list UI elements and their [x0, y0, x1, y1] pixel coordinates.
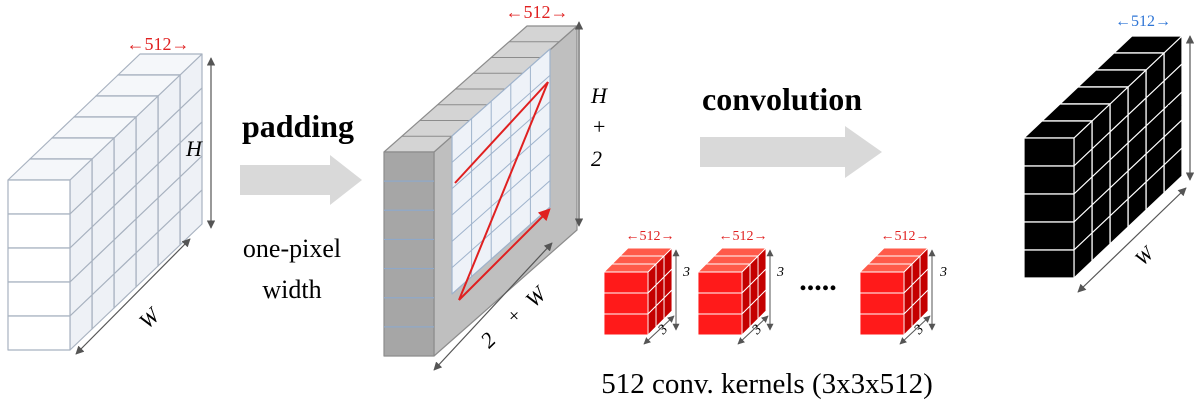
scan-path-line — [454, 81, 549, 184]
cube-front-face — [7, 281, 71, 317]
output-height-label: H — [1165, 101, 1182, 123]
kernel-width-label: 3 — [655, 322, 671, 338]
input-depth-label: ←512→ — [127, 34, 190, 54]
input-grid — [7, 53, 203, 351]
input-width-arrow — [75, 238, 191, 355]
kernel-depth-label: ←512→ — [626, 229, 675, 244]
kernel-width-arrow — [899, 315, 931, 345]
kernels-ellipsis: ..... — [799, 264, 837, 297]
cube-top-face — [611, 255, 665, 265]
kernel-cube — [859, 247, 936, 345]
padded-grid — [383, 25, 578, 357]
padded-height-var: H — [590, 83, 608, 108]
padded-feature-map: ←512→ H + 2 W + 2 — [383, 2, 608, 371]
padded-width-var: W — [520, 280, 552, 312]
cube-front-face — [859, 292, 905, 315]
padding-arrow — [240, 155, 362, 205]
input-feature-map: ←512→ H W — [7, 34, 216, 355]
cube-front-face — [697, 292, 743, 315]
kernel-height-label: 3 — [939, 265, 947, 280]
kernel-cube — [603, 247, 680, 345]
cube-front-face — [603, 271, 649, 294]
padded-height-plus: + — [593, 114, 605, 139]
convolution-arrow — [700, 126, 882, 178]
cube-top-face — [603, 263, 657, 273]
padded-width-num: 2 — [475, 327, 500, 353]
cube-top-face — [619, 247, 673, 257]
padded-depth-label: ←512→ — [506, 2, 569, 22]
cube-front-face — [859, 313, 905, 336]
cube-front-face — [7, 247, 71, 283]
kernel-width-label: 3 — [749, 322, 765, 338]
kernel-width-arrow — [643, 315, 675, 345]
cube-front-face — [859, 271, 905, 294]
kernel-cube — [697, 247, 774, 345]
cube-top-face — [859, 263, 913, 273]
kernel-width-label: 3 — [911, 322, 927, 338]
output-grid — [1023, 35, 1183, 279]
cube-front-face — [1023, 249, 1075, 279]
cube-front-face — [1023, 137, 1075, 167]
kernel-depth-label: ←512→ — [719, 229, 768, 244]
padded-inner-row — [451, 74, 551, 163]
padding-caption-line1: one-pixel — [243, 234, 341, 263]
convolution-label: convolution — [702, 81, 862, 117]
cube-front-face — [7, 179, 71, 215]
input-width-label: W — [134, 302, 166, 334]
kernel-depth-label: ←512→ — [881, 229, 930, 244]
cube-front-face — [697, 271, 743, 294]
input-height-label: H — [185, 136, 203, 161]
padding-label: padding — [242, 108, 354, 144]
output-depth-label: ←512→ — [1115, 13, 1171, 30]
kernels-caption: 512 conv. kernels (3x3x512) — [601, 368, 933, 400]
output-feature-map: ←512→ H W — [1023, 13, 1195, 293]
padded-front-face — [383, 151, 435, 357]
padded-height-num: 2 — [591, 146, 602, 171]
kernel-height-label: 3 — [682, 265, 690, 280]
output-width-arrow — [1077, 187, 1187, 293]
padding-step: padding one-pixel width — [240, 108, 362, 304]
cube-front-face — [603, 292, 649, 315]
cube-front-face — [7, 315, 71, 351]
convolution-step: convolution — [700, 81, 882, 178]
cube-front-face — [697, 313, 743, 336]
padded-inner-row — [451, 127, 551, 216]
cube-top-face — [713, 247, 767, 257]
padded-width-plus: + — [503, 304, 526, 328]
kernels-group: ←512→ 3 3 ←512→ 3 3 ←512→ 3 3 ..... 512 … — [601, 229, 947, 400]
kernel-height-label: 3 — [776, 265, 784, 280]
cube-top-face — [705, 255, 759, 265]
cube-top-face — [697, 263, 751, 273]
cube-front-face — [1023, 193, 1075, 223]
cube-front-face — [1023, 165, 1075, 195]
output-width-label: W — [1131, 241, 1160, 270]
padding-caption-line2: width — [262, 275, 321, 304]
kernel-width-arrow — [737, 315, 769, 345]
cube-front-face — [7, 213, 71, 249]
cube-front-face — [603, 313, 649, 336]
cube-top-face — [875, 247, 929, 257]
cube-top-face — [867, 255, 921, 265]
padded-width-arrow — [433, 242, 553, 371]
cube-front-face — [1023, 221, 1075, 251]
